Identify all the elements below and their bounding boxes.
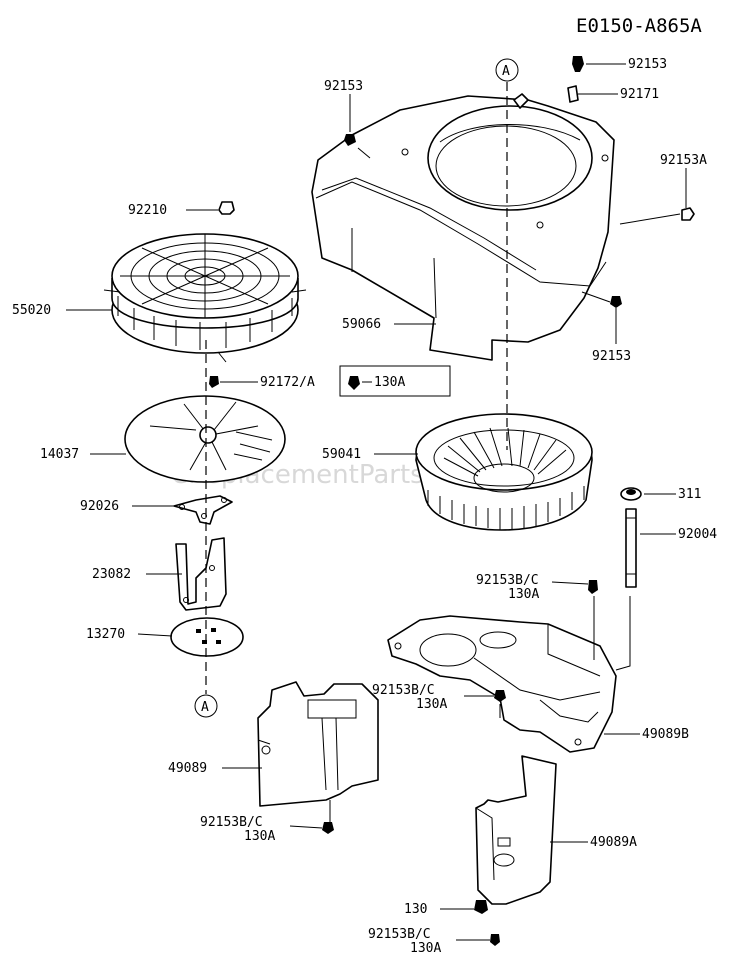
label-92153A: 92153A [660, 153, 707, 168]
label-14037: 14037 [40, 447, 79, 462]
shroud-49089 [257, 681, 379, 807]
part-labels: 92153 92171 92153 92153A 92210 55020 590… [12, 57, 717, 956]
bracket-23082 [175, 537, 227, 611]
ref-marker-top-label: A [502, 64, 510, 79]
label-92172A: 92172/A [260, 375, 315, 390]
label-92004: 92004 [678, 527, 717, 542]
ref-marker-bottom: A [194, 694, 218, 718]
label-92153-left: 92153 [324, 79, 363, 94]
label-49089A: 49089A [590, 835, 637, 850]
label-130A-3: 130A [244, 829, 275, 844]
label-49089: 49089 [168, 761, 207, 776]
cooling-fan [415, 413, 593, 531]
label-92153BC-3: 92153B/C [200, 815, 263, 830]
label-59066: 59066 [342, 317, 381, 332]
label-92153BC-2: 92153B/C [372, 683, 435, 698]
label-55020: 55020 [12, 303, 51, 318]
label-130A-4: 130A [410, 941, 441, 956]
label-92171: 92171 [620, 87, 659, 102]
ref-marker-top: A [495, 58, 519, 82]
diagram-code: E0150-A865A [576, 15, 702, 37]
label-92210: 92210 [128, 203, 167, 218]
label-23082: 23082 [92, 567, 131, 582]
label-130A-2: 130A [416, 697, 447, 712]
bracket-92026 [173, 495, 233, 525]
label-92026: 92026 [80, 499, 119, 514]
label-92153-top: 92153 [628, 57, 667, 72]
assembly-lines [205, 82, 631, 822]
label-49089B: 49089B [642, 727, 689, 742]
label-92153BC-1: 92153B/C [476, 573, 539, 588]
label-130A-box: 130A [374, 375, 405, 390]
label-59041: 59041 [322, 447, 361, 462]
ref-marker-bottom-label: A [201, 700, 209, 715]
nut-311 [620, 487, 642, 501]
label-92153BC-4: 92153B/C [368, 927, 431, 942]
label-13270: 13270 [86, 627, 125, 642]
fan-screen [103, 233, 307, 363]
baffle-49089B [387, 615, 617, 753]
130A-box [339, 365, 451, 397]
label-92153-right: 92153 [592, 349, 631, 364]
shaft-92004 [625, 508, 637, 588]
blower-housing [311, 93, 615, 361]
label-130: 130 [404, 902, 427, 917]
fasteners [209, 56, 695, 946]
fan-plate [124, 395, 286, 483]
shroud-49089A [475, 755, 557, 905]
leader-lines [66, 63, 687, 941]
label-311: 311 [678, 487, 701, 502]
label-130A-1: 130A [508, 587, 539, 602]
plate-13270 [170, 617, 244, 657]
